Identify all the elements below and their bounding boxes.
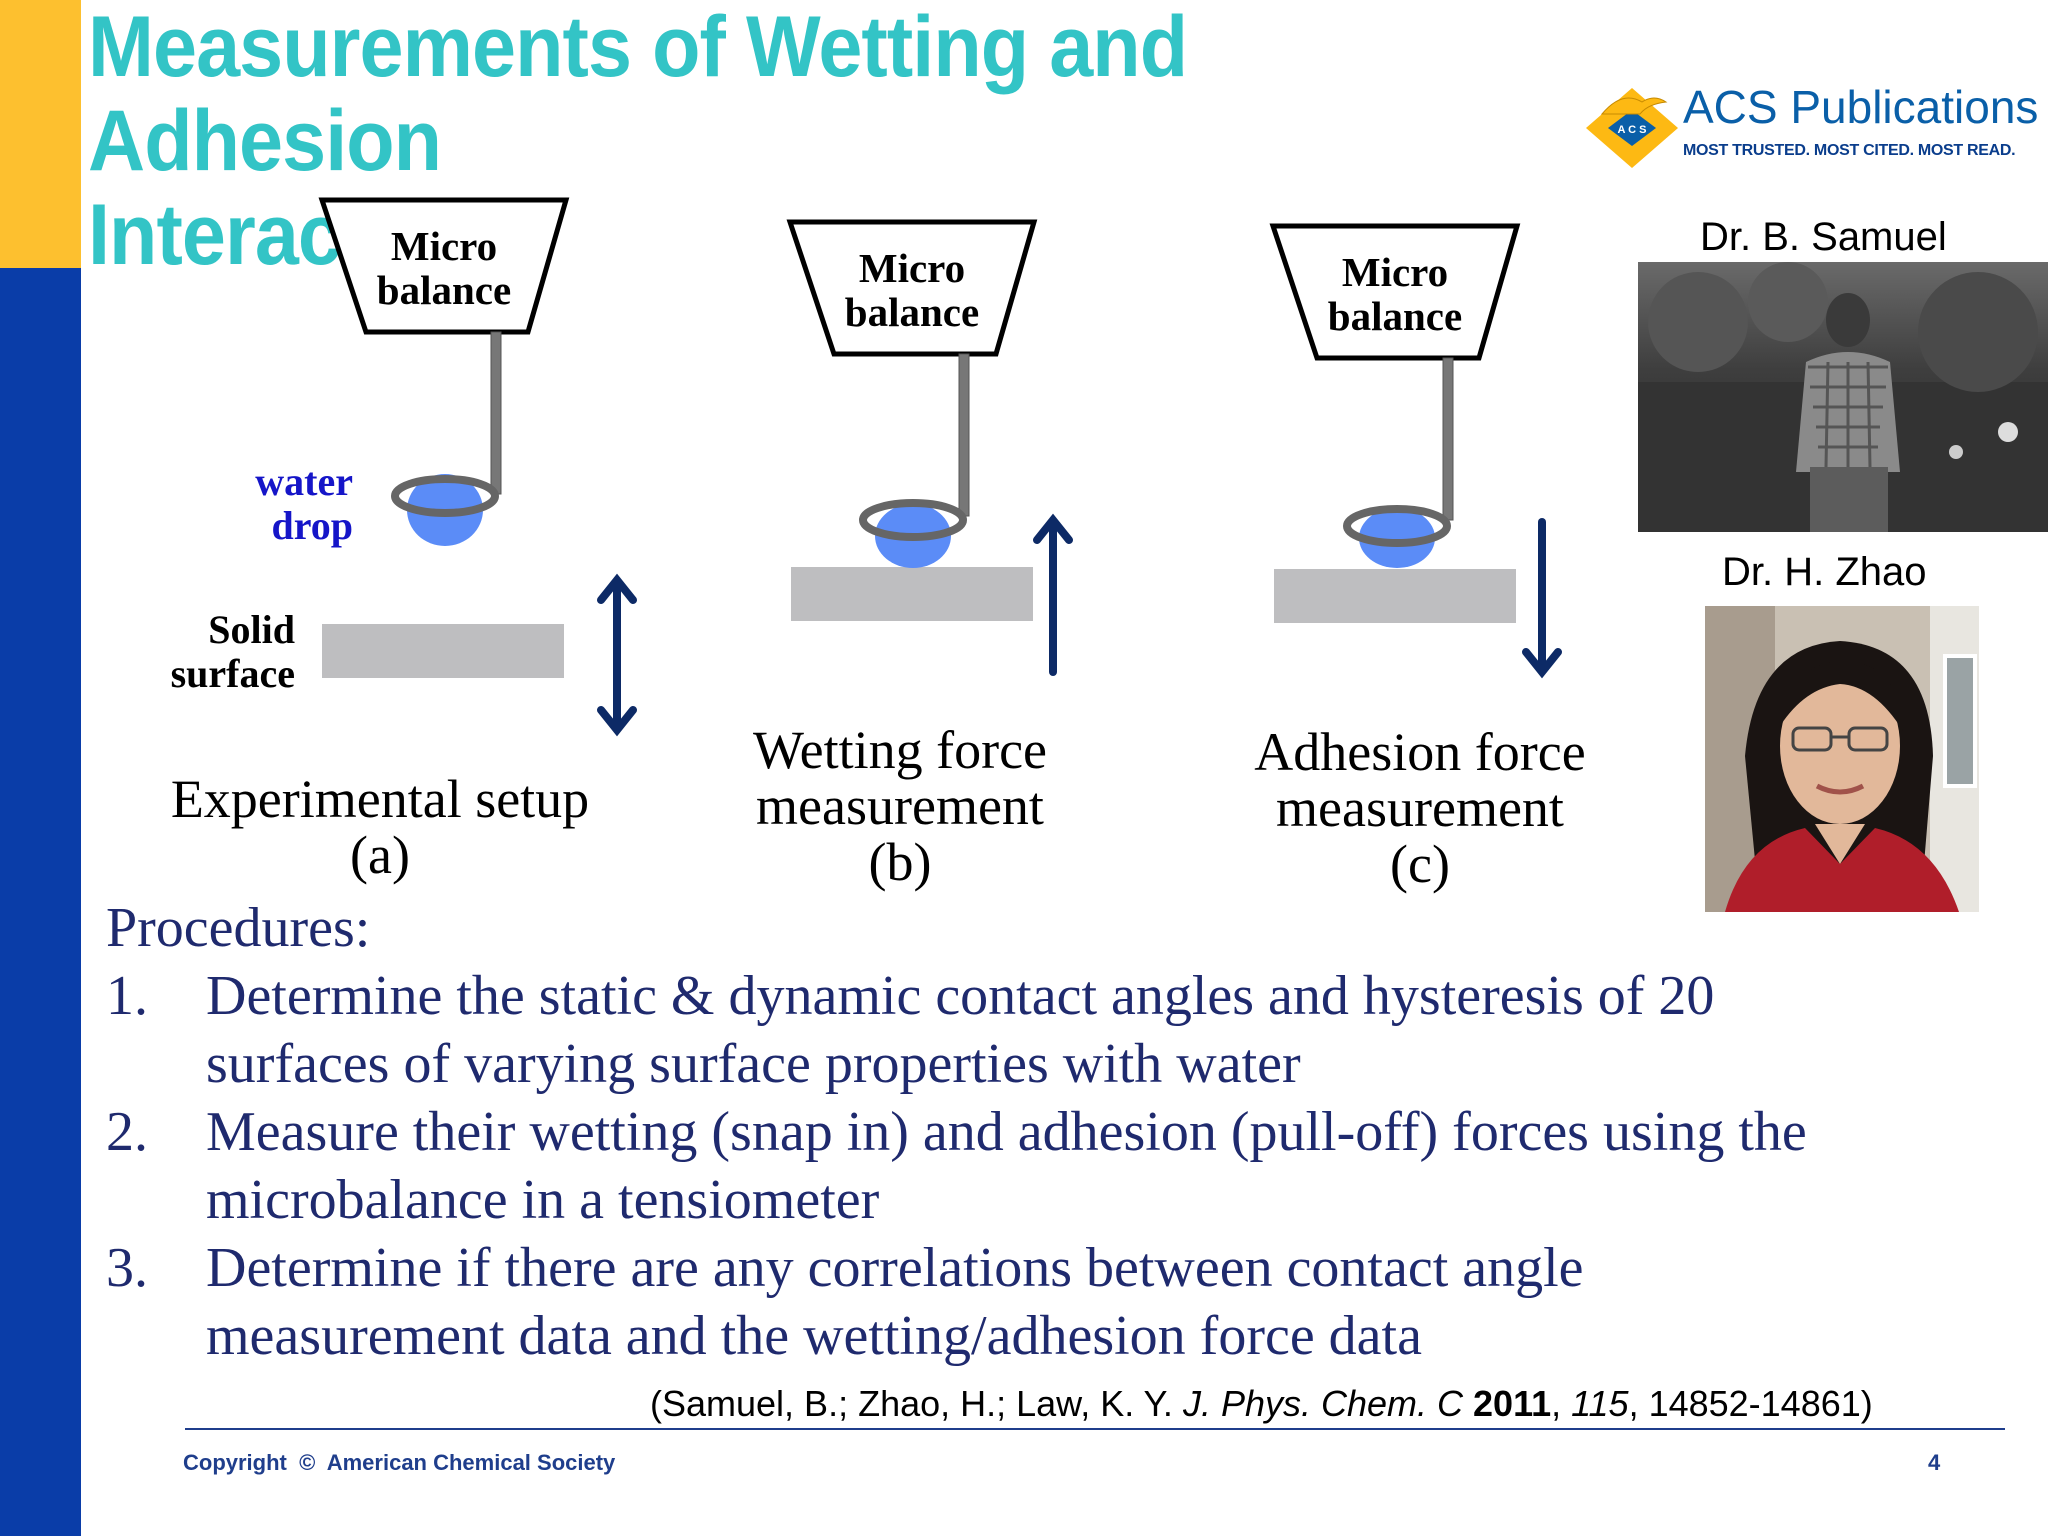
acs-emblem-icon: A C S	[1586, 88, 1678, 168]
microbalance-box-b	[786, 219, 1038, 357]
procedure-text-3: Determine if there are any correlations …	[206, 1234, 2048, 1370]
caption-b-line2: measurement	[756, 776, 1044, 836]
procedure-text-1-line2: surfaces of varying surface properties w…	[206, 1033, 1301, 1095]
solid-surface-b	[791, 567, 1033, 621]
citation-pages: , 14852-14861)	[1628, 1383, 1873, 1424]
caption-b: Wetting force measurement (b)	[710, 722, 1090, 890]
procedure-text-3-line2: measurement data and the wetting/adhesio…	[206, 1305, 1422, 1367]
caption-c-line1: Adhesion force	[1254, 722, 1586, 782]
caption-a-line1: Experimental setup	[170, 769, 590, 829]
microbalance-label-a-line2: balance	[376, 267, 512, 313]
procedure-text-1: Determine the static & dynamic contact a…	[206, 962, 2048, 1098]
microbalance-label-c-line1: Micro	[1341, 249, 1449, 295]
microbalance-label-b-line1: Micro	[858, 245, 966, 291]
citation-separator: ,	[1551, 1383, 1572, 1424]
acs-publications-logo: ACS Publications	[1683, 81, 2039, 133]
caption-c-letter: (c)	[1390, 834, 1450, 894]
solid-surface-label: Solid surface	[100, 608, 295, 696]
acs-emblem-letters: A C S	[1618, 124, 1647, 136]
microbalance-label-c-line2: balance	[1327, 293, 1463, 339]
microbalance-label-a-line1: Micro	[390, 223, 498, 269]
procedures-heading: Procedures:	[106, 897, 371, 959]
procedure-text-2-line1: Measure their wetting (snap in) and adhe…	[206, 1101, 1807, 1163]
holder-rod-c	[1442, 357, 1454, 521]
caption-a-letter: (a)	[350, 825, 410, 885]
procedure-text-3-line1: Determine if there are any correlations …	[206, 1237, 1584, 1299]
citation-rule	[185, 1428, 2005, 1430]
solid-surface-a	[322, 624, 564, 678]
up-arrow-b	[1033, 513, 1073, 676]
caption-b-line1: Wetting force	[752, 720, 1048, 780]
caption-a: Experimental setup (a)	[150, 771, 610, 883]
citation: (Samuel, B.; Zhao, H.; Law, K. Y. J. Phy…	[650, 1383, 1873, 1425]
double-arrow-a	[597, 573, 637, 737]
procedure-text-1-line1: Determine the static & dynamic contact a…	[206, 965, 1715, 1027]
citation-authors: (Samuel, B.; Zhao, H.; Law, K. Y.	[650, 1383, 1183, 1424]
procedures-list: 1. Determine the static & dynamic contac…	[106, 962, 2046, 1372]
solid-surface-c	[1274, 569, 1516, 623]
drop-holder-ring-a	[391, 475, 499, 517]
slide-title-line1: Measurements of Wetting and Adhesion	[88, 0, 1188, 189]
photo-zhao	[1705, 606, 1979, 912]
caption-c: Adhesion force measurement (c)	[1210, 724, 1630, 892]
procedure-number-3: 3.	[106, 1237, 148, 1299]
solid-surface-label-line1: Solid	[208, 607, 295, 652]
photo-samuel	[1638, 262, 2048, 532]
water-drop-label-line2: drop	[271, 503, 353, 548]
copyright-notice: Copyright © American Chemical Society	[183, 1450, 616, 1475]
procedure-text-2: Measure their wetting (snap in) and adhe…	[206, 1098, 2048, 1234]
microbalance-label-a: Micro balance	[334, 224, 554, 312]
drop-holder-ring-c	[1343, 505, 1451, 547]
person-name-samuel: Dr. B. Samuel	[1700, 215, 1947, 259]
holder-rod-a	[490, 331, 502, 495]
drop-holder-ring-b	[859, 499, 967, 541]
solid-surface-label-line2: surface	[170, 651, 295, 696]
acs-tagline: MOST TRUSTED. MOST CITED. MOST READ.	[1683, 142, 2016, 159]
slide-title: Measurements of Wetting and Adhesion Int…	[88, 0, 1468, 282]
sidebar-accent-yellow	[0, 0, 81, 268]
caption-c-line2: measurement	[1276, 778, 1564, 838]
holder-rod-b	[958, 353, 970, 517]
citation-volume: 115	[1571, 1383, 1629, 1424]
water-drop-c	[1359, 508, 1435, 568]
water-drop-label-line1: water	[255, 459, 353, 504]
procedure-number-1: 1.	[106, 965, 148, 1027]
microbalance-label-b-line2: balance	[844, 289, 980, 335]
down-arrow-c	[1522, 518, 1562, 679]
water-drop-label: water drop	[200, 460, 353, 548]
person-name-zhao: Dr. H. Zhao	[1722, 550, 1927, 594]
page-number: 4	[1928, 1450, 1941, 1475]
microbalance-label-b: Micro balance	[802, 246, 1022, 334]
citation-year: 2011	[1473, 1383, 1552, 1424]
caption-b-letter: (b)	[868, 832, 932, 892]
procedure-number-2: 2.	[106, 1101, 148, 1163]
microbalance-box-a	[318, 197, 570, 335]
sidebar-accent-blue	[0, 268, 81, 1536]
microbalance-box-c	[1269, 223, 1521, 361]
procedure-text-2-line2: microbalance in a tensiometer	[206, 1169, 880, 1231]
microbalance-label-c: Micro balance	[1285, 250, 1505, 338]
citation-journal: J. Phys. Chem. C	[1182, 1383, 1464, 1424]
